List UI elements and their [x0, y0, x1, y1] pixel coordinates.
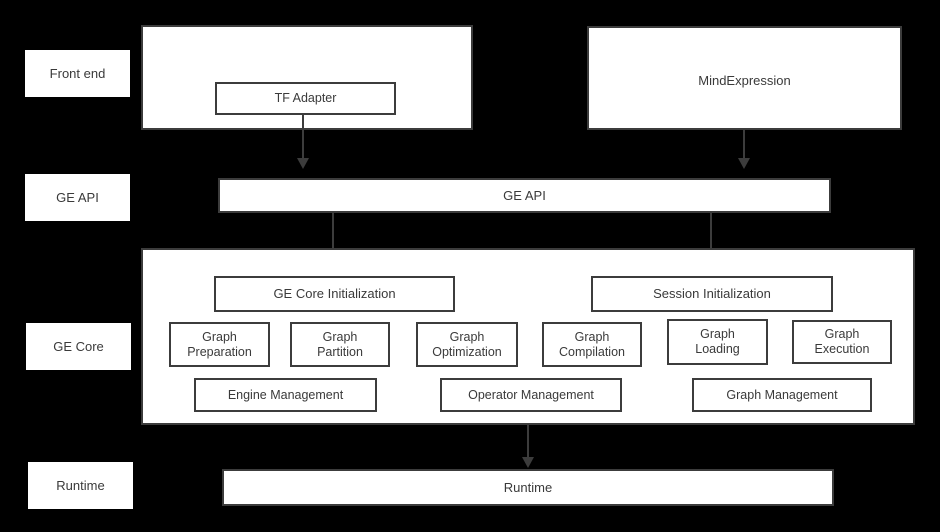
ge-api-label: GE API: [503, 187, 546, 203]
module-label: Graph Compilation: [558, 329, 625, 359]
ge-core-initialization-box[interactable]: GE Core Initialization: [214, 276, 455, 312]
manager-label: Graph Management: [726, 387, 838, 402]
ge-core-container[interactable]: GE Core Initialization Session Initializ…: [141, 248, 915, 425]
layer-label-text: GE Core: [53, 338, 104, 354]
manager-graph-management[interactable]: Graph Management: [692, 378, 872, 412]
connector-geapi-to-gecoreinit: [332, 213, 334, 260]
tensorflow-container[interactable]: Tensorflow TF Adapter: [141, 25, 473, 130]
arrow-head-icon: [297, 158, 309, 169]
layer-label-runtime: Runtime: [28, 462, 133, 509]
module-graph-execution[interactable]: Graph Execution: [792, 320, 892, 364]
module-label: Graph Execution: [814, 327, 870, 356]
module-label: Graph Partition: [317, 329, 363, 359]
module-graph-compilation[interactable]: Graph Compilation: [542, 322, 642, 367]
manager-label: Operator Management: [468, 387, 594, 402]
manager-label: Engine Management: [227, 387, 344, 402]
connector-gecore-to-runtime: [527, 425, 529, 460]
connector-mindexpression-to-geapi: [743, 130, 745, 162]
manager-engine-management[interactable]: Engine Management: [194, 378, 377, 412]
module-label: Graph Loading: [695, 327, 740, 356]
module-label: Graph Preparation: [187, 329, 252, 359]
ge-core-initialization-label: GE Core Initialization: [273, 286, 396, 302]
runtime-label: Runtime: [503, 479, 553, 495]
layer-label-ge-api: GE API: [25, 174, 130, 221]
runtime-bar[interactable]: Runtime: [222, 469, 834, 506]
manager-operator-management[interactable]: Operator Management: [440, 378, 622, 412]
module-graph-preparation[interactable]: Graph Preparation: [169, 322, 270, 367]
ge-api-bar[interactable]: GE API: [218, 178, 831, 213]
layer-label-text: Front end: [49, 65, 106, 81]
mindexpression-title: MindExpression: [698, 73, 791, 88]
layer-label-text: GE API: [56, 189, 99, 205]
arrow-head-icon: [522, 457, 534, 468]
tf-adapter-label: TF Adapter: [274, 91, 337, 105]
module-graph-optimization[interactable]: Graph Optimization: [416, 322, 518, 367]
session-initialization-box[interactable]: Session Initialization: [591, 276, 833, 312]
module-graph-partition[interactable]: Graph Partition: [290, 322, 390, 367]
arrow-head-icon: [738, 158, 750, 169]
module-label: Graph Optimization: [432, 329, 502, 359]
mindexpression-container[interactable]: MindExpression: [587, 26, 902, 130]
session-initialization-label: Session Initialization: [653, 286, 771, 302]
connector-geapi-to-sessioninit: [710, 213, 712, 260]
layer-label-ge-core: GE Core: [26, 323, 131, 370]
tf-adapter-box[interactable]: TF Adapter: [215, 82, 396, 115]
layer-label-text: Runtime: [56, 477, 105, 493]
layer-label-front-end: Front end: [25, 50, 130, 97]
module-graph-loading[interactable]: Graph Loading: [667, 319, 768, 365]
connector-tfadapter-to-geapi: [302, 113, 304, 162]
